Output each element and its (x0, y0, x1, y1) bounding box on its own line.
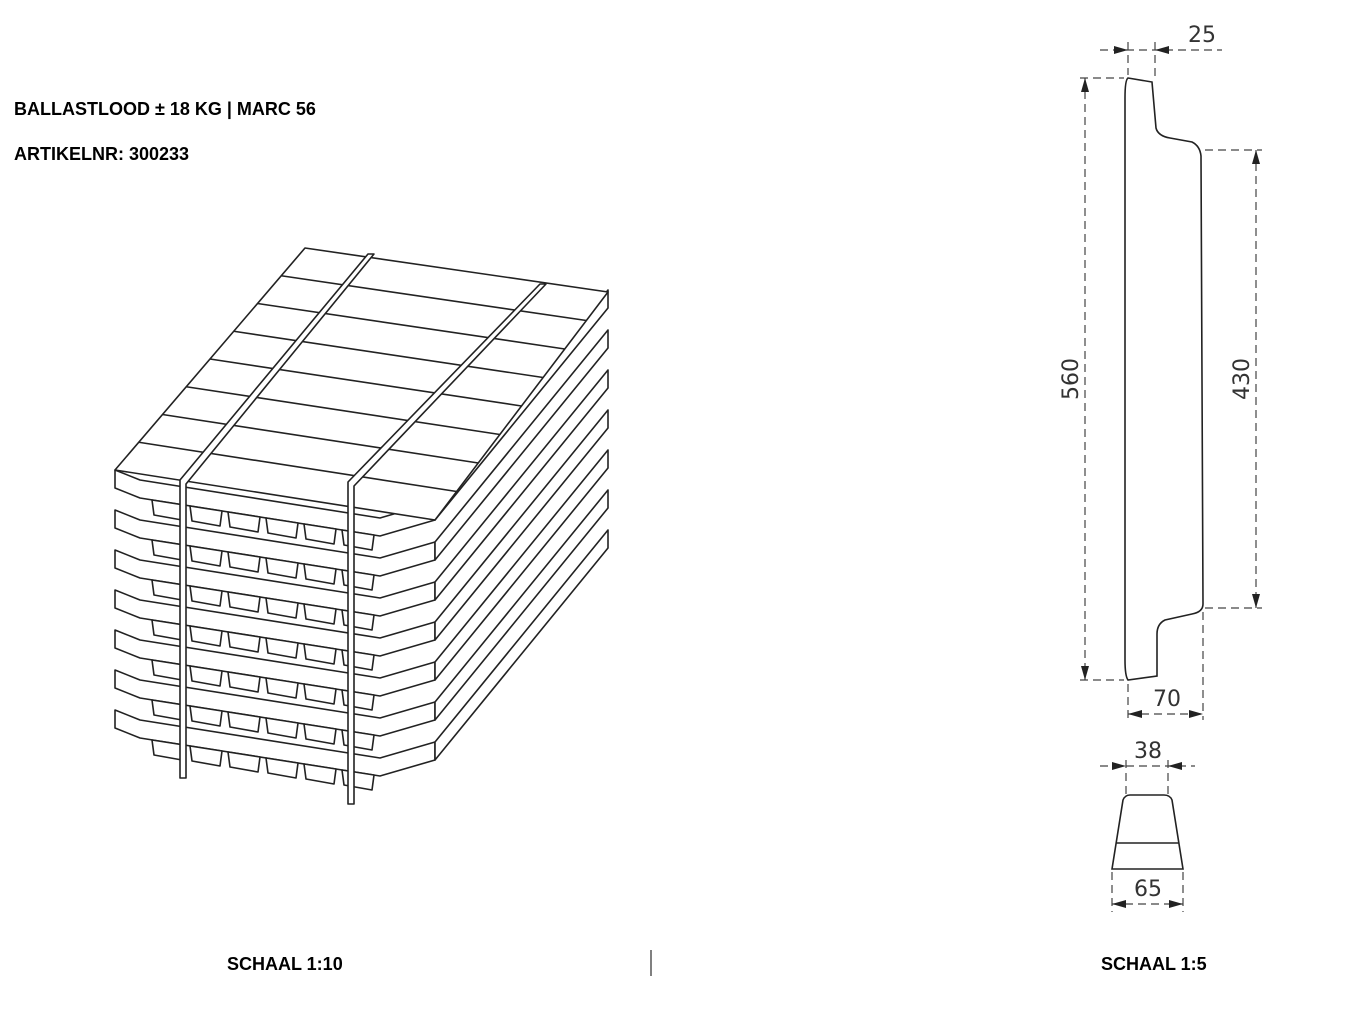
ingot-end (303, 723, 337, 745)
dimension-lines (1080, 42, 1262, 912)
ingot-side-profile (1124, 77, 1204, 681)
dim-length: 560 (1059, 358, 1084, 400)
ingot-cross-section (1111, 794, 1184, 870)
ingot-seam (257, 302, 565, 350)
scale-left-label: SCHAAL 1:10 (227, 954, 343, 974)
ingot-end (265, 757, 299, 779)
ingot-end (303, 563, 337, 585)
product-title: BALLASTLOOD ± 18 KG | MARC 56 (14, 99, 316, 119)
ingot-seam (162, 413, 479, 464)
strap-right (347, 283, 547, 805)
ingot-layer-side (434, 409, 609, 641)
ingot-end (303, 523, 337, 545)
ingot-layer-side (434, 449, 609, 681)
ingot-layer-side (434, 329, 609, 561)
ingot-seam (281, 274, 587, 322)
ingot-layer-side (434, 489, 609, 721)
ingot-seam (138, 441, 457, 493)
ingot-end (265, 517, 299, 539)
ingot-seam (233, 330, 544, 379)
ingot-end (303, 643, 337, 665)
dim-height: 70 (1153, 687, 1181, 712)
ingot-end (189, 505, 223, 527)
ingot-end (265, 557, 299, 579)
ingot-end (227, 551, 261, 573)
ingot-end (227, 751, 261, 773)
dim-inner-length: 430 (1230, 358, 1255, 400)
dim-section-bottom: 65 (1134, 877, 1162, 902)
ingot-end (189, 625, 223, 647)
ingot-seam (186, 385, 500, 436)
ingot-end (189, 545, 223, 567)
ingot-end (265, 637, 299, 659)
ingot-end (303, 763, 337, 785)
top-surface (114, 247, 609, 521)
dim-section-top: 38 (1134, 739, 1162, 764)
ingot-end (227, 671, 261, 693)
ingot-end (227, 591, 261, 613)
ingot-stack-isometric (114, 247, 609, 805)
ingot-end (265, 597, 299, 619)
ingot-seam (209, 358, 522, 407)
scale-right-label: SCHAAL 1:5 (1101, 954, 1207, 974)
ingot-end (189, 665, 223, 687)
ingot-end (227, 711, 261, 733)
dim-top-width: 25 (1188, 23, 1216, 48)
ingot-end (303, 603, 337, 625)
ingot-end (189, 585, 223, 607)
strap-left (179, 253, 375, 779)
ingot-end (227, 631, 261, 653)
ingot-end (303, 683, 337, 705)
ingot-end (189, 705, 223, 727)
ingot-end (189, 745, 223, 767)
ingot-layer-side (434, 369, 609, 601)
article-number: ARTIKELNR: 300233 (14, 144, 190, 164)
ingot-end (265, 677, 299, 699)
dimension-arrows (1081, 46, 1260, 908)
ingot-layer-side (434, 529, 609, 761)
ingot-end (265, 717, 299, 739)
ingot-end (227, 511, 261, 533)
